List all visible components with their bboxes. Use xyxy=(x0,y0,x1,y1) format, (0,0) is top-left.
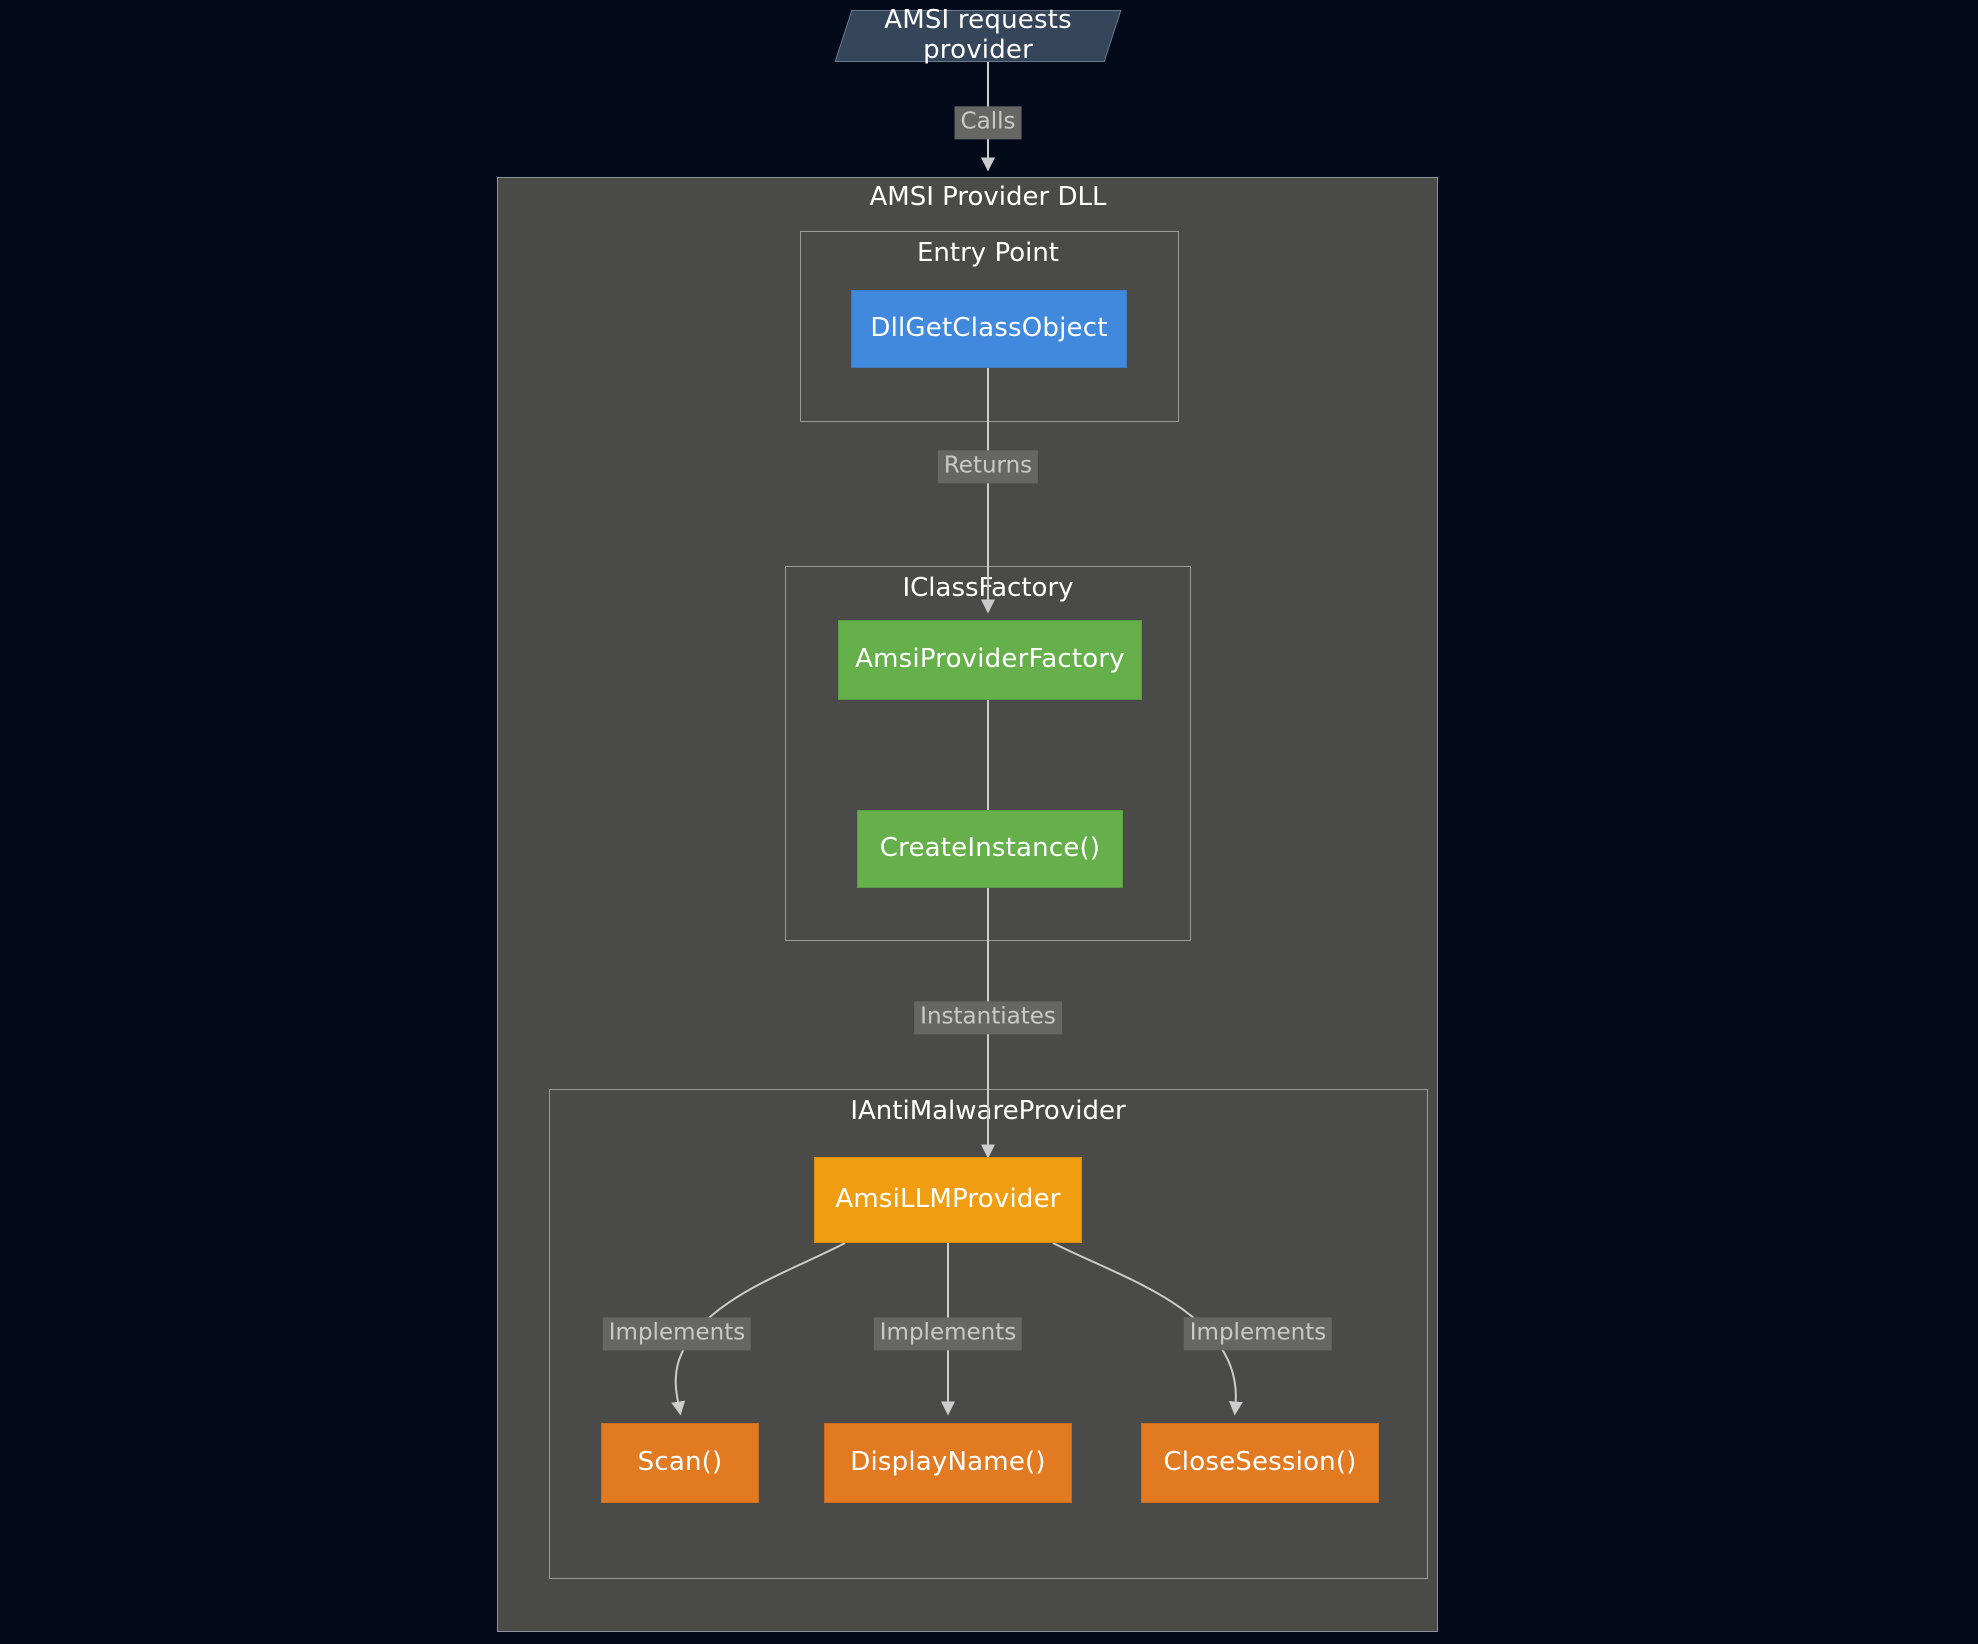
edge-label-implements-closesession: Implements xyxy=(1183,1317,1333,1351)
node-amsillmprovider[interactable]: AmsiLLMProvider xyxy=(814,1157,1082,1243)
cluster-label-iclassfactory: IClassFactory xyxy=(902,573,1074,603)
cluster-label-entry-point: Entry Point xyxy=(917,238,1059,268)
node-label-amsiproviderfactory: AmsiProviderFactory xyxy=(855,644,1125,675)
node-displayname[interactable]: DisplayName() xyxy=(824,1423,1072,1503)
node-label-createinstance: CreateInstance() xyxy=(879,833,1101,864)
node-label-closesession: CloseSession() xyxy=(1163,1447,1357,1478)
node-label-scan: Scan() xyxy=(637,1447,723,1478)
edge-label-instantiates: Instantiates xyxy=(914,1001,1062,1035)
node-scan[interactable]: Scan() xyxy=(601,1423,759,1503)
node-createinstance[interactable]: CreateInstance() xyxy=(857,810,1123,888)
node-label-displayname: DisplayName() xyxy=(850,1447,1046,1478)
node-label-amsi-requests-provider: AMSI requests provider xyxy=(884,5,1072,65)
node-label-dllgetclassobject: DllGetClassObject xyxy=(870,313,1108,344)
edge-label-returns: Returns xyxy=(937,450,1039,484)
node-amsiproviderfactory[interactable]: AmsiProviderFactory xyxy=(838,620,1142,700)
edge-label-calls: Calls xyxy=(954,106,1022,140)
cluster-label-iantimalwareprovider: IAntiMalwareProvider xyxy=(850,1096,1126,1126)
edge-label-implements-scan: Implements xyxy=(602,1317,752,1351)
node-label-amsillmprovider: AmsiLLMProvider xyxy=(835,1184,1061,1215)
edge-label-implements-displayname: Implements xyxy=(873,1317,1023,1351)
node-amsi-requests-provider[interactable]: AMSI requests provider xyxy=(834,5,1122,65)
node-dllgetclassobject[interactable]: DllGetClassObject xyxy=(851,290,1127,368)
node-closesession[interactable]: CloseSession() xyxy=(1141,1423,1379,1503)
cluster-label-amsi-provider-dll: AMSI Provider DLL xyxy=(869,182,1107,212)
